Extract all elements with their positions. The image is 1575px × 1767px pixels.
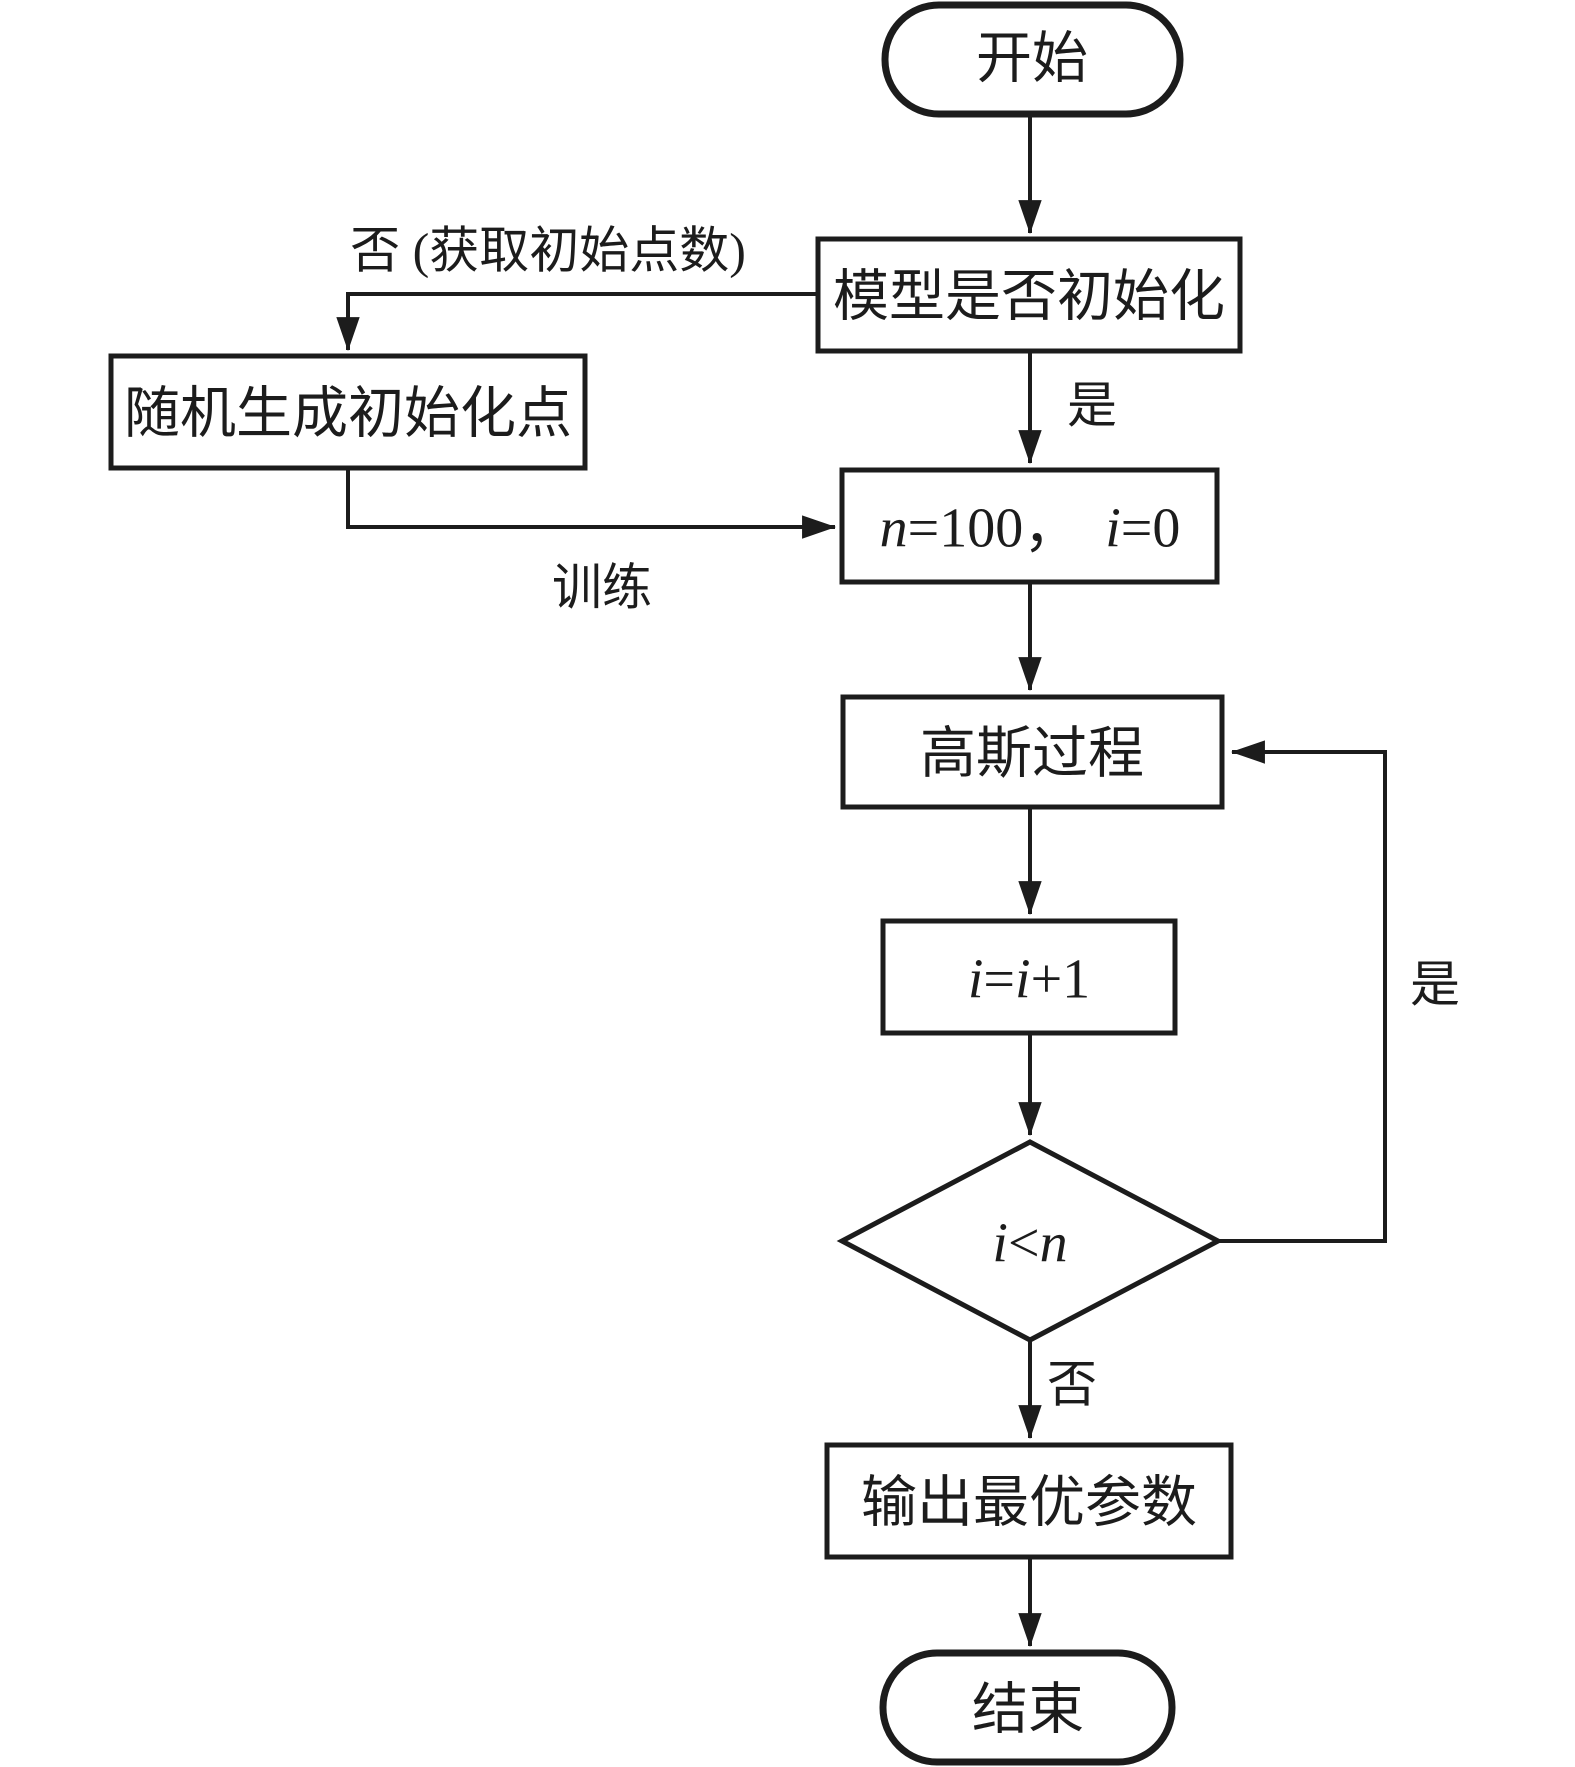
set-params-box bbox=[839, 467, 1220, 585]
edge-train bbox=[346, 468, 837, 539]
start-terminator bbox=[881, 1, 1184, 118]
model-init-check-label: 模型是否初始化 bbox=[833, 267, 1225, 329]
increment-var-i2: i bbox=[1015, 949, 1031, 1011]
set-params-var-n: n bbox=[880, 498, 908, 560]
increment-label: i=i+1 bbox=[968, 949, 1090, 1011]
random-init-box bbox=[108, 353, 588, 471]
no-down-label: 否 bbox=[1047, 1357, 1097, 1413]
set-params-eq-n: =100， bbox=[908, 498, 1080, 560]
loop-condition-op: < bbox=[1008, 1213, 1040, 1275]
gaussian-process-box bbox=[840, 694, 1225, 810]
random-init-label: 随机生成初始化点 bbox=[124, 384, 572, 446]
gaussian-process-label: 高斯过程 bbox=[920, 724, 1144, 786]
loop-condition-label: i<n bbox=[992, 1213, 1067, 1275]
increment-equals: = bbox=[983, 949, 1015, 1011]
model-init-check-box bbox=[815, 236, 1243, 354]
output-params-label: 输出最优参数 bbox=[861, 1473, 1197, 1535]
edge-no-branch bbox=[336, 292, 818, 352]
increment-tail: +1 bbox=[1031, 949, 1091, 1011]
set-params-label: n=100， i=0 bbox=[880, 498, 1181, 560]
increment-box bbox=[880, 918, 1178, 1036]
loop-condition-var-n: n bbox=[1040, 1213, 1068, 1275]
start-label: 开始 bbox=[976, 29, 1088, 91]
set-params-var-i: i bbox=[1105, 498, 1121, 560]
end-label: 结束 bbox=[972, 1680, 1084, 1742]
train-label: 训练 bbox=[552, 560, 652, 616]
output-params-box bbox=[824, 1442, 1234, 1560]
loop-condition-diamond bbox=[836, 1139, 1224, 1343]
end-terminator bbox=[879, 1649, 1176, 1766]
increment-var-i1: i bbox=[968, 949, 984, 1011]
set-params-eq-i: =0 bbox=[1121, 498, 1181, 560]
edge-loop-yes bbox=[1218, 740, 1387, 1243]
no-branch-label: 否 (获取初始点数) bbox=[350, 223, 746, 279]
loop-condition-var-i: i bbox=[992, 1213, 1008, 1275]
loop-yes-label: 是 bbox=[1410, 957, 1460, 1013]
yes-down-label: 是 bbox=[1067, 378, 1117, 434]
